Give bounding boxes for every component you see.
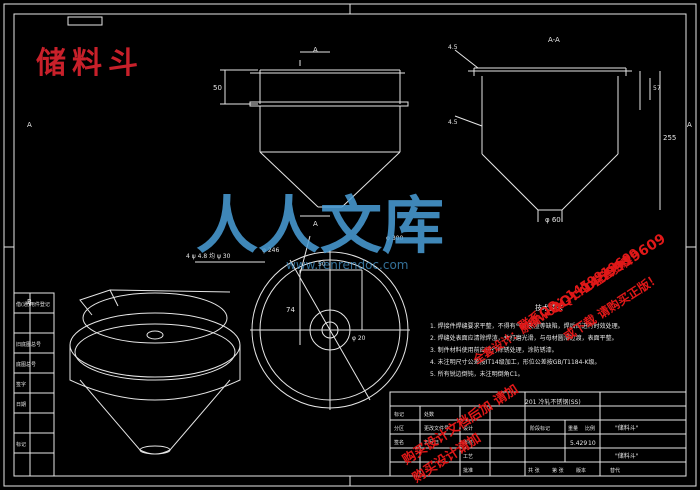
section-dim-60: φ 60 [545, 216, 561, 224]
section-lead-bottom: 4.5 [448, 119, 458, 126]
tb-footer-version: 版本 [576, 467, 586, 474]
tb-scale: 5.429 [570, 440, 587, 447]
plan-dim-74: 74 [286, 306, 295, 314]
tb-col-stage: 阶段标记 [530, 425, 550, 432]
plan-view [195, 235, 410, 410]
tech-req-title: 技术要求 [535, 303, 563, 312]
lt-label-4: 日期 [16, 402, 26, 408]
tb-quantity: 10 [588, 440, 596, 447]
tech-req-item-4: 4. 未注明尺寸公差按IT14级加工，形位公差按GB/T1184-K级。 [430, 358, 601, 366]
tb-row-zone: 分区 [394, 425, 404, 432]
section-dim-255: 255 [663, 134, 676, 142]
drawing-frame [3, 3, 697, 487]
tb-col-scale: 比例 [585, 425, 595, 432]
lt-label-0: 借(通)用件登记 [16, 301, 50, 308]
tb-footer-replace: 替代 [610, 467, 620, 474]
front-view [220, 51, 409, 217]
zone-label-left-a: A [27, 121, 32, 129]
watermark-title: 储料斗 [36, 46, 144, 81]
front-dim-50: 50 [213, 84, 222, 92]
section-lead-top: 4.5 [448, 44, 458, 51]
lt-label-5: 标记 [16, 441, 26, 448]
plan-dim-300: φ 300 [386, 235, 404, 242]
front-cut-top-label: A [313, 46, 318, 54]
tb-footer-sheet: 第 张 [552, 467, 564, 474]
tb-row-count: 处数 [424, 411, 434, 418]
plan-dim-20: φ 20 [352, 335, 366, 342]
logo-text: 人人文库 [196, 189, 444, 262]
tb-col-weight: 重量 [568, 425, 578, 432]
lt-label-3: 签字 [16, 381, 26, 388]
tb-name-2: "储料斗" [615, 452, 639, 460]
isometric-view [69, 289, 241, 455]
tb-name-1: "储料斗" [615, 424, 639, 432]
renrendoc-logo: 人人文库 www.renrendoc.com [196, 189, 444, 272]
tech-req-item-2: 2. 焊缝处表面应清除焊渣，并打磨光滑，与母材圆滑过渡，表面平整。 [430, 334, 618, 342]
tech-req-item-3: 3. 制件材料使用前应进行除锈处理，涂防锈漆。 [430, 346, 558, 354]
section-dim-57: 57 [653, 85, 661, 92]
logo-url: www.renrendoc.com [286, 258, 408, 272]
plan-dim-holes: 4 ψ 4.8 均 ψ 30 [186, 252, 231, 260]
tb-role-approve: 批准 [463, 467, 473, 474]
tech-req-item-5: 5. 所有锐边倒钝，未注明倒角C1。 [430, 370, 524, 378]
left-revision-table [13, 292, 55, 477]
section-label-aa: A-A [548, 36, 560, 44]
plan-dim-50: 50 [318, 261, 326, 268]
zone-label-right-a: A [687, 121, 692, 129]
tb-material: 201 冷轧不锈钢(SS) [525, 398, 581, 406]
lt-label-2: 底图总号 [16, 361, 36, 368]
plan-dim-246: φ 246 [262, 247, 280, 254]
tb-row-mark: 标记 [394, 411, 404, 418]
tb-role-process: 工艺 [463, 454, 473, 460]
tb-row-docno: 更改文件号 [424, 425, 449, 432]
tb-footer-total: 共 张 [528, 467, 540, 474]
tb-role-design: 设计 [463, 425, 473, 432]
section-aa-view [454, 49, 661, 222]
tb-row-date: 年月日 [424, 439, 439, 446]
lt-label-1: 旧底图总号 [16, 341, 41, 348]
title-block [389, 391, 687, 477]
tb-role-review: 审核 [463, 439, 473, 446]
tech-req-item-1: 1. 焊接件焊缝要求平整，不得有气孔夹渣等缺陷，焊后应进行时效处理。 [430, 322, 624, 330]
front-cut-bottom-label: A [313, 220, 318, 228]
tb-row-sign: 签名 [394, 439, 404, 446]
